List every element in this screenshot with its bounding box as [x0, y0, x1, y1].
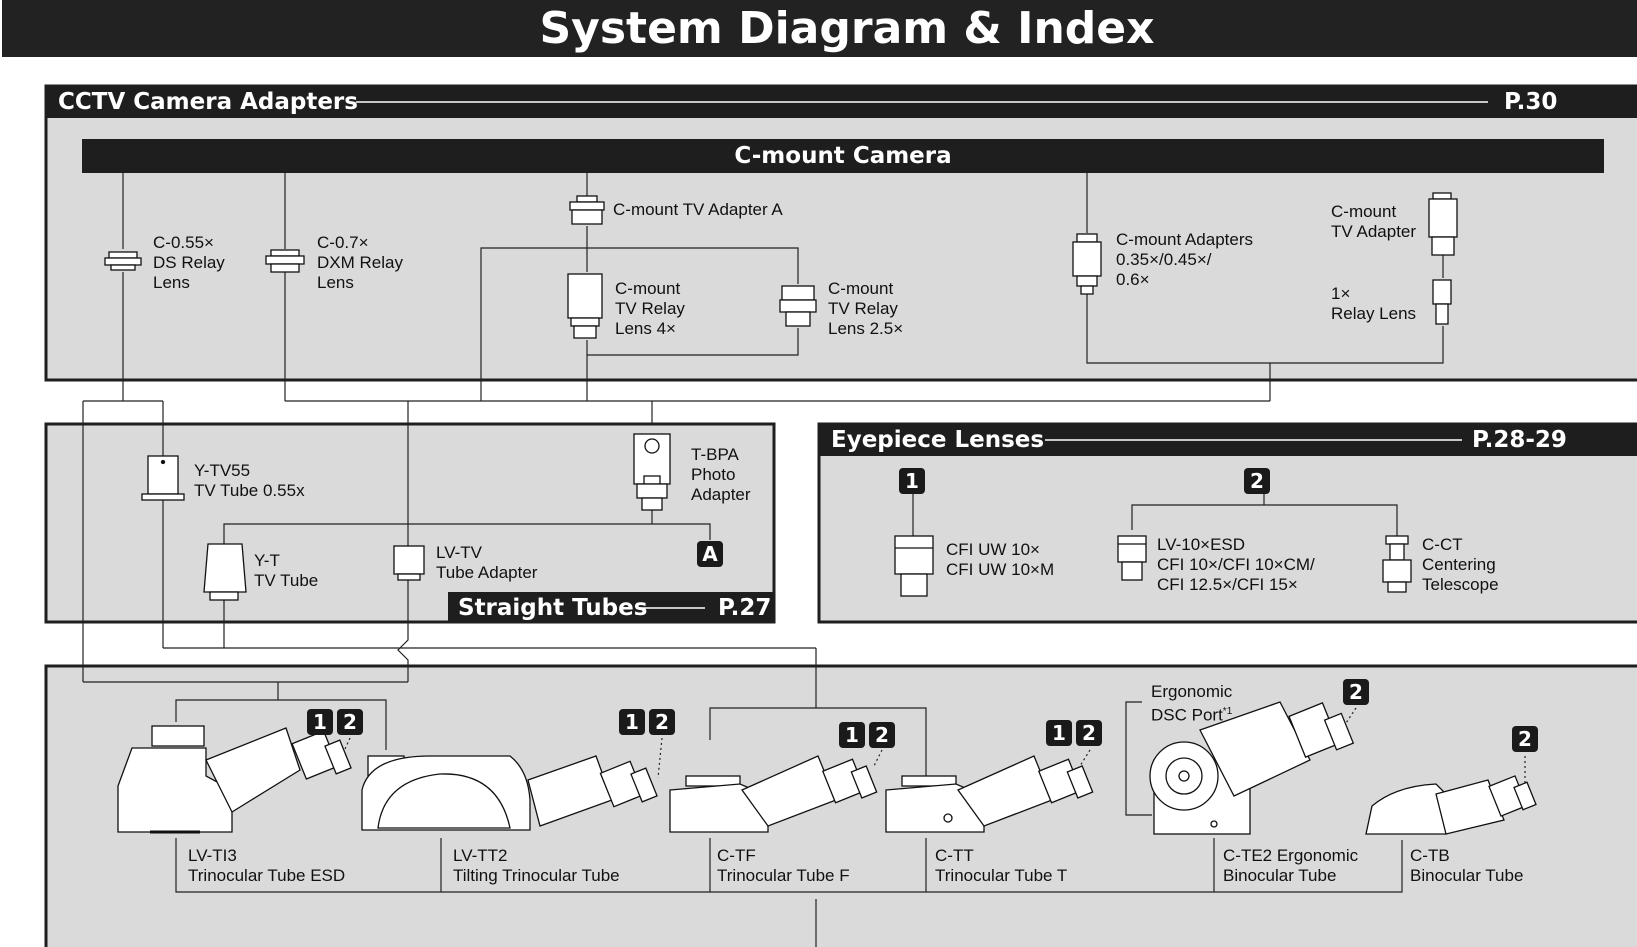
c-tt-badge-2: 2 [1076, 720, 1102, 746]
tv-adapter-a-icon [569, 195, 605, 225]
c-tb-badge-2: 2 [1512, 726, 1538, 752]
c-mount-camera-bar [82, 139, 1604, 173]
lv-tv-icon [393, 545, 425, 581]
cfi-uw-eyepiece-icon [894, 535, 934, 597]
c-mount-camera-label: C-mount Camera [734, 143, 952, 169]
c-te2-badge-2: 2 [1343, 679, 1369, 705]
c-mount-adapters-icon [1072, 233, 1102, 295]
tv-adapter-a-label: C-mount TV Adapter A [613, 200, 783, 219]
straight-tubes-title-bar [448, 592, 774, 622]
cctv-section-title: CCTV Camera Adapters [58, 89, 358, 115]
marker-a-badge: A [697, 541, 723, 567]
eyepiece-section-title: Eyepiece Lenses [831, 427, 1045, 453]
page-title: System Diagram & Index [539, 3, 1155, 54]
relay-lens-4x-icon [567, 273, 603, 339]
t-bpa-icon [633, 433, 671, 511]
tube-drawings [117, 701, 1537, 835]
c-te2-tube-icon [1149, 701, 1355, 835]
c-tt-badge-1: 1 [1046, 720, 1072, 746]
straight-tubes-page-ref[interactable]: P.27 [718, 595, 772, 621]
c-tf-badge-2: 2 [869, 722, 895, 748]
c-tt-tube-icon [885, 755, 1094, 833]
connector-lines [82, 173, 1444, 947]
y-t-tv-tube-icon [203, 543, 247, 601]
dxm-relay-lens-icon [265, 249, 305, 273]
straight-tube-components [141, 433, 671, 601]
lv-ti3-tube-icon [117, 725, 352, 834]
centering-telescope-icon [1382, 535, 1412, 593]
lv-ti3-badge-1: 1 [307, 709, 333, 735]
lv-tt2-badge-2: 2 [649, 709, 675, 735]
relay-lens-1x-label: 1×Relay Lens [1331, 284, 1417, 323]
cfi-uw-label: CFI UW 10×CFI UW 10×M [946, 540, 1055, 579]
cctv-page-ref[interactable]: P.30 [1504, 89, 1558, 115]
lv-tt2-tube-icon [361, 755, 658, 831]
cctv-panel [44, 84, 1637, 382]
relay-lens-2.5x-icon [779, 285, 817, 327]
c-tf-badge-1: 1 [839, 722, 865, 748]
ds-relay-lens-icon [104, 251, 142, 271]
cctv-components [104, 192, 1458, 339]
eyepiece-page-ref[interactable]: P.28-29 [1472, 427, 1567, 453]
y-tv55-icon [141, 455, 185, 501]
c-tf-tube-icon [669, 755, 878, 833]
straight-tubes-title: Straight Tubes [458, 595, 648, 621]
c-mount-tv-adapter-icon [1428, 192, 1458, 256]
eyepiece-badge-1: 1 [899, 468, 925, 494]
header-bar: System Diagram & Index [2, 0, 1637, 57]
ergonomic-dsc-port-label: Ergonomic DSC Port*1 [1151, 682, 1233, 725]
eyepiece-badge-2: 2 [1244, 468, 1270, 494]
c-tb-tube-icon [1365, 775, 1537, 835]
lv-tt2-badge-1: 1 [619, 709, 645, 735]
relay-lens-1x-icon [1432, 279, 1452, 325]
eyepiece-components [894, 535, 1412, 597]
lv-10x-eyepiece-icon [1117, 535, 1147, 581]
dsc-port-footnote: *1 [1222, 706, 1233, 717]
lv-ti3-badge-2: 2 [337, 709, 363, 735]
